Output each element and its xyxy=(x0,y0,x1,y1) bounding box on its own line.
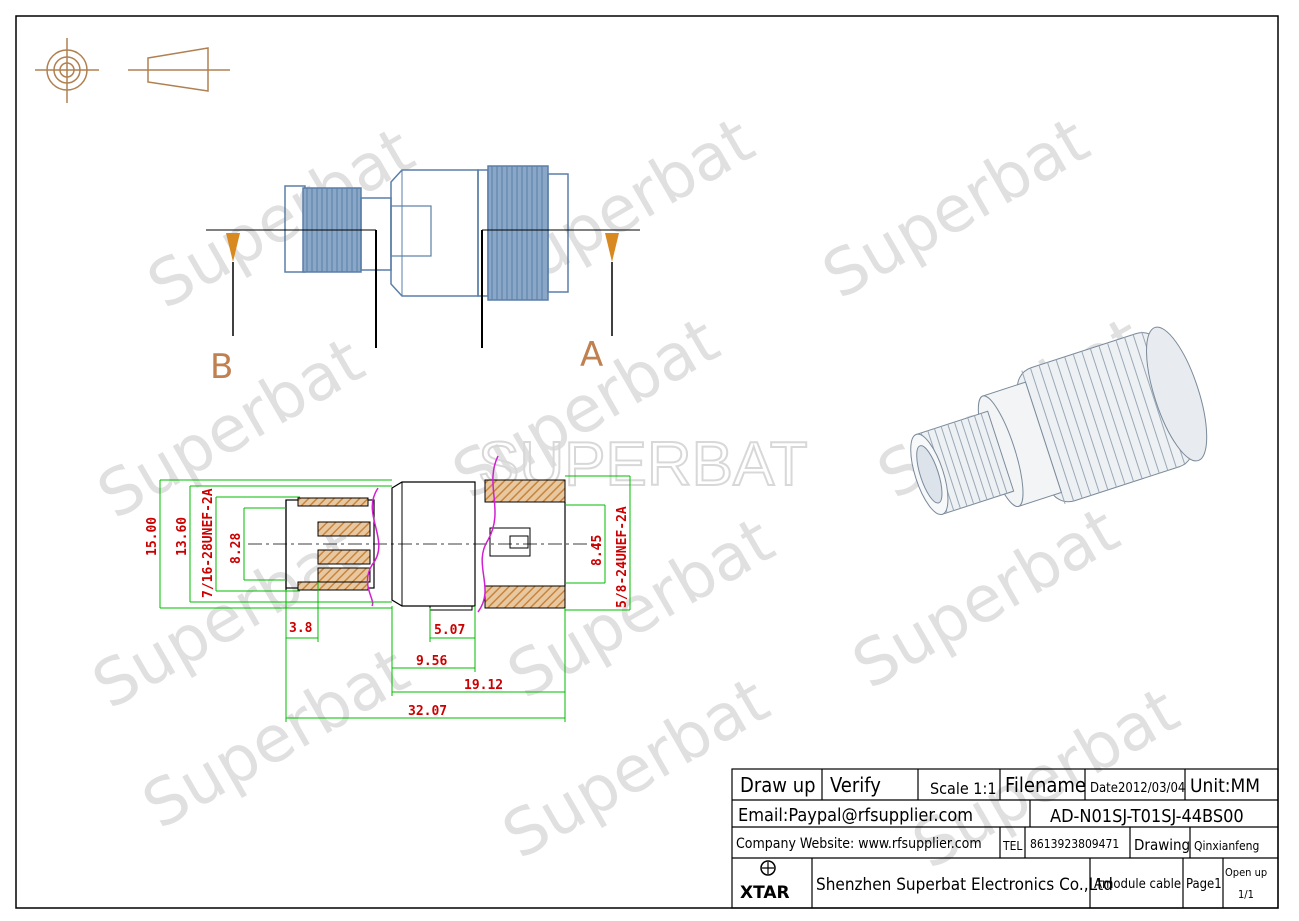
dim-thread-left: 7/16-28UNEF-2A xyxy=(201,488,216,598)
website-label: Company Website: www.rfsupplier.com xyxy=(736,836,982,852)
title-block-text: Draw up Verify Scale 1:1 Filename Date20… xyxy=(736,773,1267,903)
date-label: Date2012/03/04 xyxy=(1090,781,1185,796)
dim-32-07: 32.07 xyxy=(408,704,447,719)
thread-line xyxy=(1132,334,1177,468)
scale-label: Scale 1:1 xyxy=(930,779,996,798)
thread-line xyxy=(1038,364,1083,499)
draw-up-label: Draw up xyxy=(740,773,816,797)
xtar-logo-icon: XTAR xyxy=(740,860,790,903)
dim-19-12: 19.12 xyxy=(464,678,503,693)
thread-line xyxy=(1055,359,1100,493)
dim-15-00: 15.00 xyxy=(145,517,160,556)
verify-label: Verify xyxy=(830,773,881,797)
company-name: Shenzhen Superbat Electronics Co.,Ltd xyxy=(816,875,1113,895)
thread-line xyxy=(973,415,1001,496)
drawing-label: Drawing xyxy=(1134,836,1190,854)
thread-line xyxy=(1047,362,1092,496)
thread-line xyxy=(1106,342,1152,477)
thread-line xyxy=(1124,337,1169,471)
section-label-b: B xyxy=(210,347,233,387)
thread-line xyxy=(1072,353,1117,488)
thread-line xyxy=(1115,339,1160,474)
tel-label: TEL xyxy=(1002,839,1022,853)
dimension-layer xyxy=(159,475,631,722)
thread-line xyxy=(1081,351,1126,485)
sheet-border xyxy=(15,15,1279,909)
section-view xyxy=(248,455,600,613)
email-label: Email:Paypal@rfsupplier.com xyxy=(738,805,973,826)
thread-line xyxy=(933,428,961,509)
dim-13-60: 13.60 xyxy=(175,517,190,556)
thread-line xyxy=(960,419,988,500)
drawer-name: Qinxianfeng xyxy=(1194,839,1259,853)
logo-text: XTAR xyxy=(740,883,790,903)
thread-line xyxy=(1029,367,1075,502)
open-up-label: Open up xyxy=(1225,866,1267,879)
title-block xyxy=(731,768,1279,909)
module-label: Amodule cable xyxy=(1094,877,1181,892)
section-label-a: A xyxy=(580,335,603,375)
thread-line xyxy=(1064,356,1109,491)
watermark: Superbat xyxy=(136,114,426,324)
dim-8-28: 8.28 xyxy=(229,533,244,564)
thread-line xyxy=(1089,348,1135,482)
thread-line xyxy=(1098,345,1143,479)
dim-thread-right: 5/8-24UNEF-2A xyxy=(615,506,630,608)
page-label: Page1 xyxy=(1186,877,1222,892)
thread-lines xyxy=(491,166,543,300)
watermark: Superbat xyxy=(841,494,1131,704)
projection-symbol xyxy=(35,38,230,103)
open-up-value: 1/1 xyxy=(1238,888,1254,901)
dim-3-8: 3.8 xyxy=(289,621,313,636)
thread-line xyxy=(947,424,975,505)
dimension-labels: 15.00 13.60 7/16-28UNEF-2A 8.28 8.45 5/8… xyxy=(145,488,630,719)
connector-3d-view xyxy=(910,326,1208,516)
filename-label: Filename xyxy=(1005,773,1086,797)
unit-label: Unit:MM xyxy=(1190,775,1260,797)
part-number: AD-N01SJ-T01SJ-44BS00 xyxy=(1050,806,1244,827)
thread-line xyxy=(940,426,968,507)
thread-line xyxy=(967,417,995,498)
dim-5-07: 5.07 xyxy=(434,623,465,638)
watermark: Superbat xyxy=(811,104,1101,314)
dim-8-45: 8.45 xyxy=(590,535,605,566)
dim-9-56: 9.56 xyxy=(416,654,447,669)
tel-number: 8613923809471 xyxy=(1030,837,1119,851)
side-view: B A xyxy=(206,165,640,387)
thread-line xyxy=(980,413,1008,494)
thread-line xyxy=(953,421,981,503)
